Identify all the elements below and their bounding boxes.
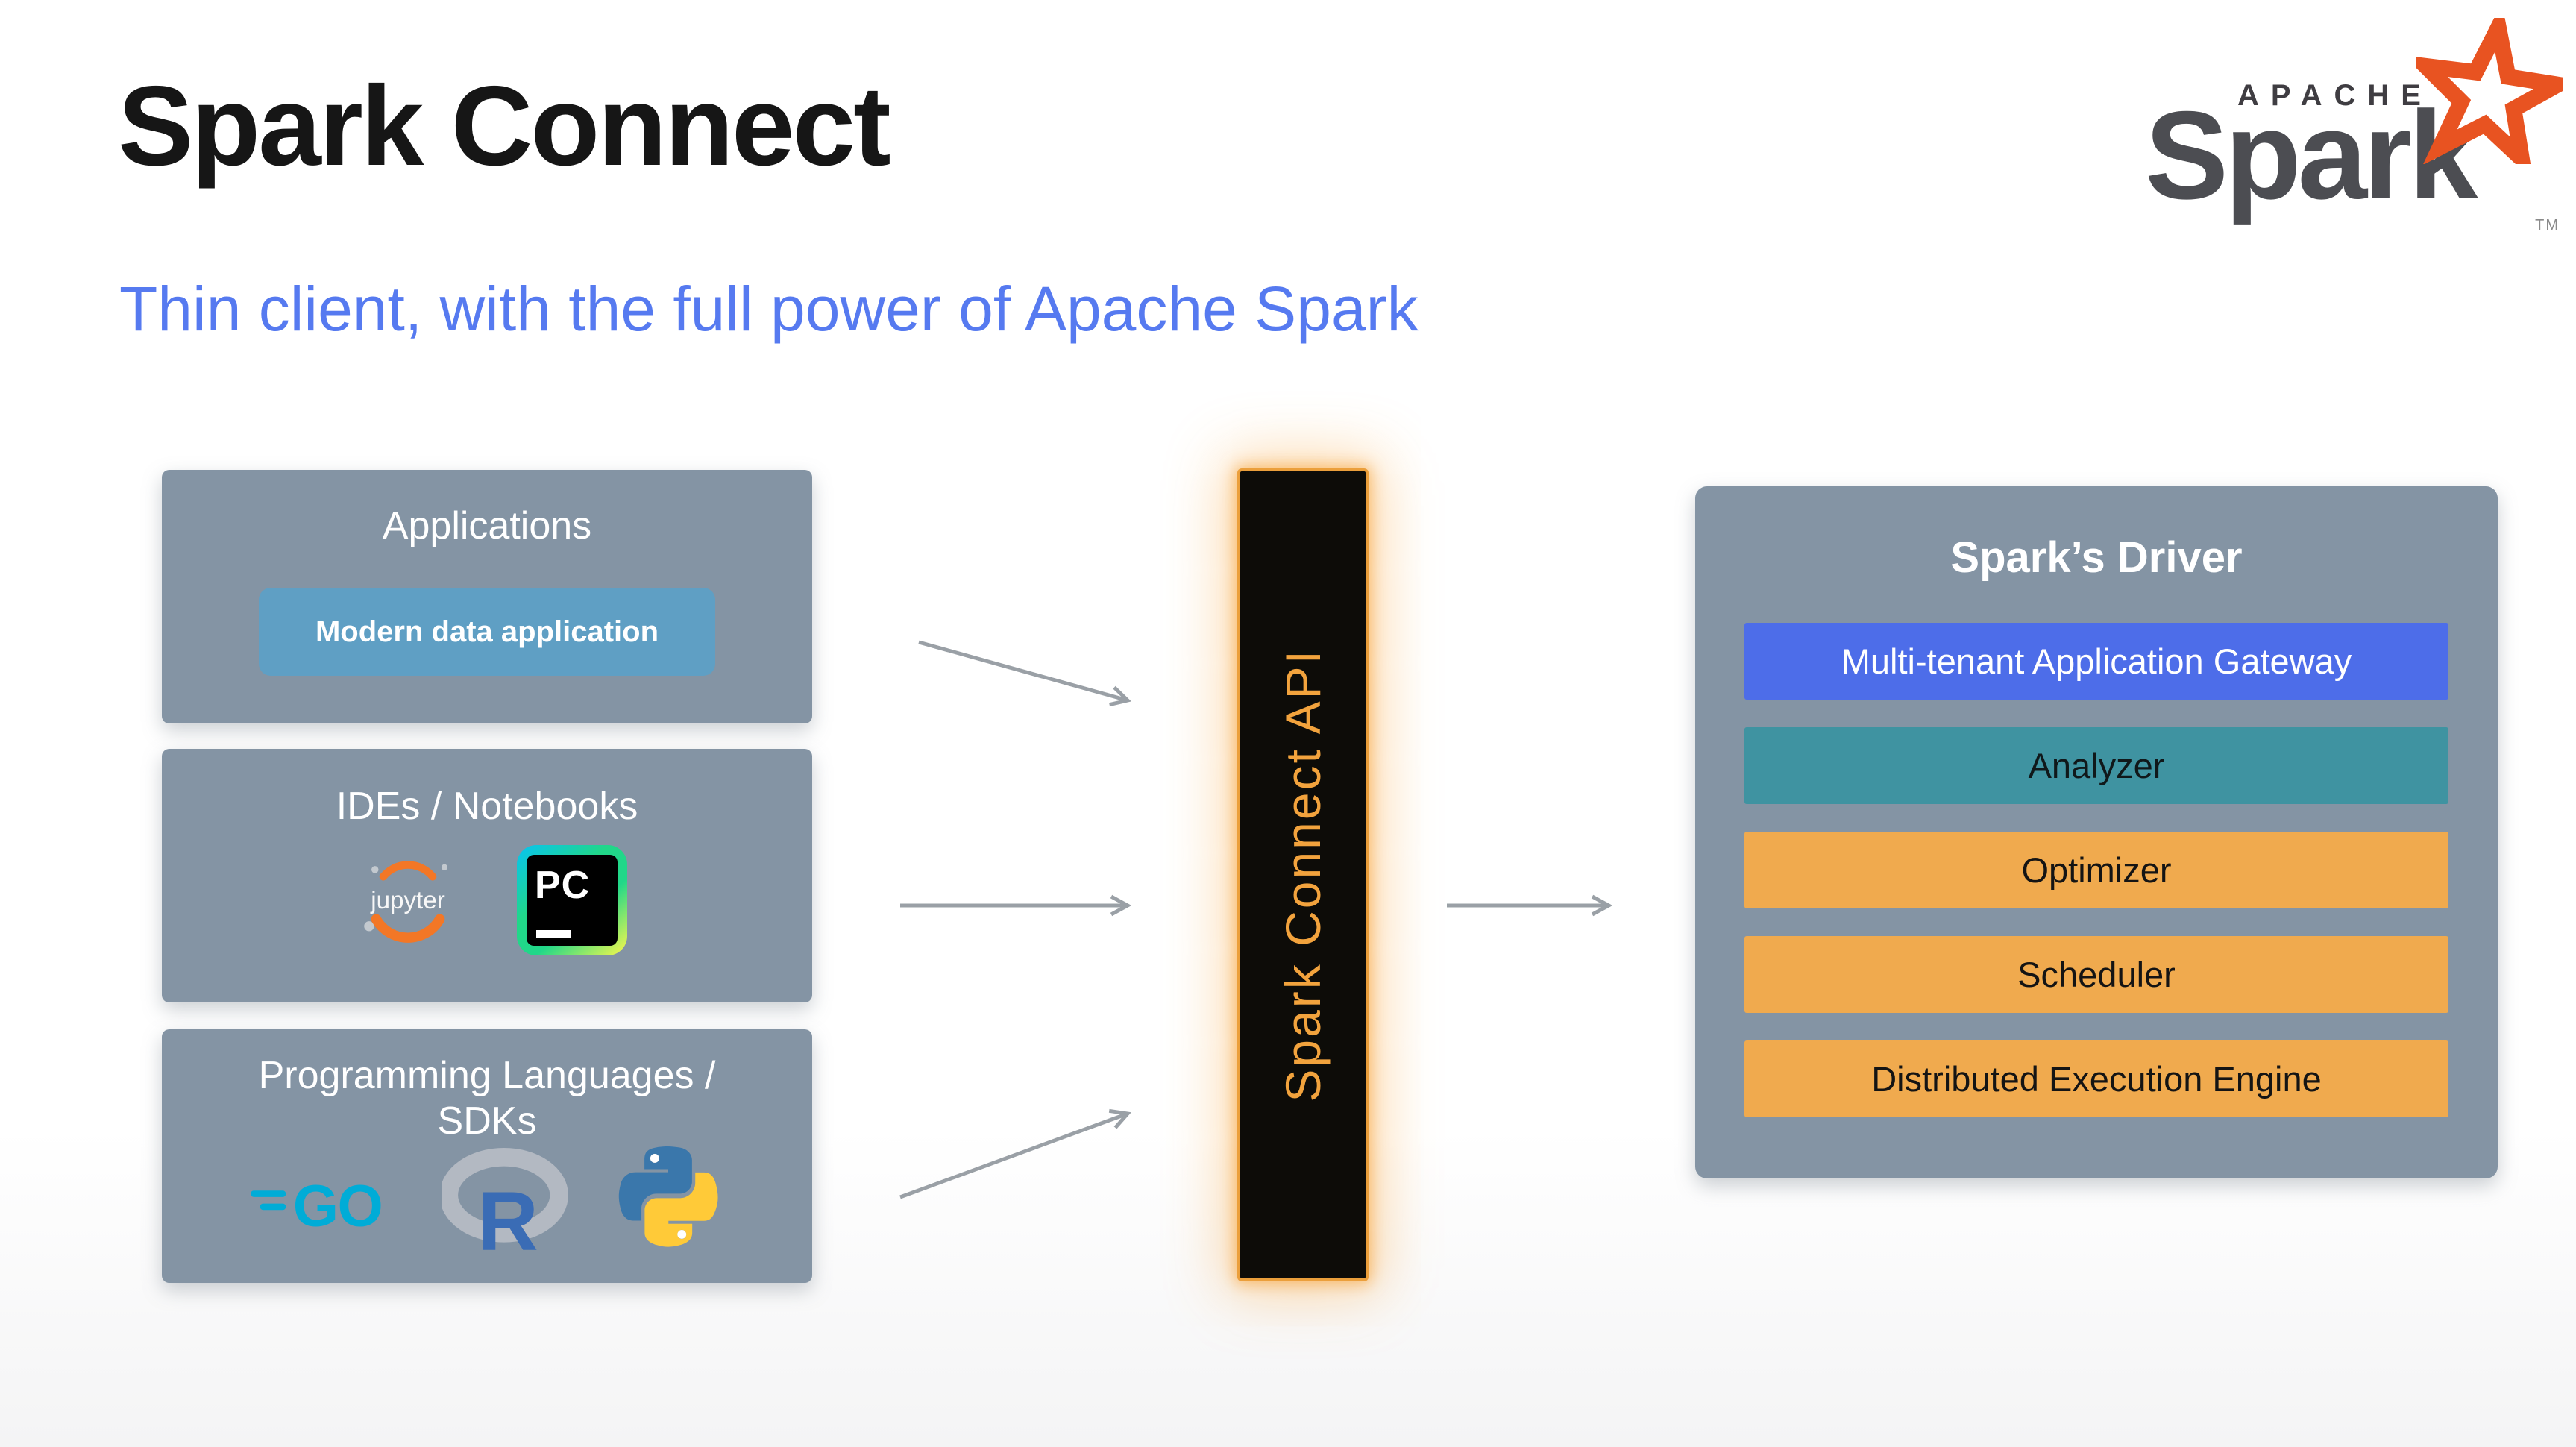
panel-languages-title-line2: SDKs — [437, 1099, 537, 1143]
page-subtitle: Thin client, with the full power of Apac… — [119, 274, 1419, 344]
languages-icons-row: GO R — [250, 1146, 724, 1258]
panel-languages-sdks: Programming Languages / SDKs GO R — [162, 1029, 812, 1283]
apache-spark-logo: APACHE Spark TM — [2142, 18, 2563, 245]
spark-wordmark: Spark — [2145, 85, 2478, 225]
arrow-applications-to-api — [918, 640, 1132, 707]
arrow-languages-to-api — [899, 1108, 1131, 1199]
trademark-text: TM — [2535, 217, 2560, 233]
driver-bar-analyzer: Analyzer — [1744, 727, 2448, 804]
spark-connect-api-label: Spark Connect API — [1275, 647, 1331, 1102]
panel-applications: Applications Modern data application — [162, 470, 812, 724]
driver-panel: Spark’s Driver Multi-tenant Application … — [1695, 486, 2498, 1178]
python-icon — [618, 1146, 718, 1247]
apache-wordmark: APACHE — [2237, 79, 2433, 112]
r-icon: R — [442, 1147, 568, 1258]
pycharm-label: PC — [535, 864, 591, 908]
driver-title: Spark’s Driver — [1950, 533, 2243, 582]
driver-components: Multi-tenant Application Gateway Analyze… — [1744, 623, 2448, 1117]
panel-applications-title: Applications — [382, 504, 592, 547]
driver-bar-distributed-execution-engine: Distributed Execution Engine — [1744, 1040, 2448, 1117]
jupyter-icon: jupyter — [364, 861, 448, 944]
driver-bar-optimizer: Optimizer — [1744, 832, 2448, 908]
spark-star-icon — [2416, 18, 2563, 164]
go-label: GO — [292, 1173, 381, 1237]
panel-languages-title: Programming Languages / SDKs — [259, 1053, 716, 1145]
panel-languages-title-line1: Programming Languages / — [258, 1054, 716, 1097]
go-icon: GO — [250, 1173, 383, 1238]
page-title: Spark Connect — [118, 63, 891, 189]
jupyter-label: jupyter — [370, 887, 445, 914]
driver-bar-scheduler: Scheduler — [1744, 936, 2448, 1013]
modern-data-application-chip: Modern data application — [259, 588, 715, 677]
panel-ides-notebooks: IDEs / Notebooks jupyter PC — [162, 749, 812, 1002]
pycharm-underscore — [536, 930, 571, 938]
ides-icons-row: jupyter PC — [347, 841, 627, 959]
panel-ides-title: IDEs / Notebooks — [336, 785, 638, 828]
spark-connect-api-bar: Spark Connect API — [1237, 468, 1369, 1281]
driver-bar-application-gateway: Multi-tenant Application Gateway — [1744, 623, 2448, 700]
pycharm-icon: PC — [517, 845, 627, 956]
r-label: R — [477, 1174, 538, 1258]
